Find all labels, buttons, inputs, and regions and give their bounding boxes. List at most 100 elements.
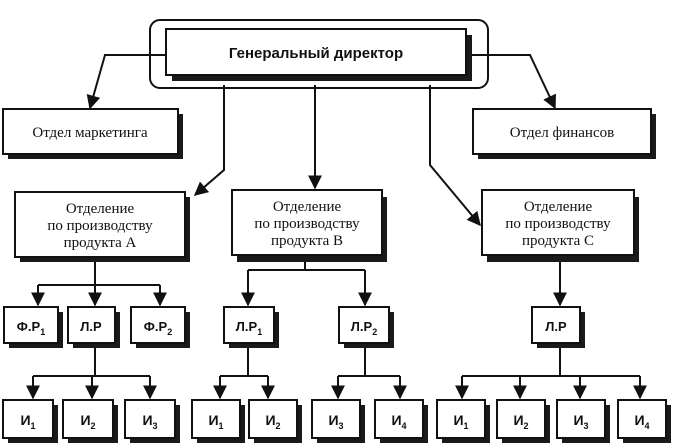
unit-label: Л.Р — [80, 319, 102, 334]
division-b-node: Отделение по производству продукта B — [231, 189, 387, 262]
division-a-line2: по производству — [47, 218, 153, 234]
executor-label-base: И — [208, 412, 218, 428]
executor-label-base: И — [573, 412, 583, 428]
executor-label: И1 — [208, 412, 223, 431]
finance-node: Отдел финансов — [472, 108, 656, 159]
unit-label-base: Ф.Р — [144, 319, 168, 334]
executors: И1 И2 И3 И1 И2 И3 И4 — [2, 399, 671, 443]
executor-label-base: И — [142, 412, 152, 428]
executor-label: И3 — [142, 412, 157, 431]
unit-lr1: Л.Р1 — [223, 306, 279, 348]
division-b-line1: Отделение — [273, 199, 342, 215]
division-a-node: Отделение по производству продукта A — [14, 191, 190, 262]
unit-label: Л.Р — [545, 319, 567, 334]
unit-label-base: Л.Р — [545, 319, 567, 334]
box — [556, 399, 606, 439]
executor-label-sub: 3 — [584, 421, 589, 431]
executor-label-base: И — [453, 412, 463, 428]
executor-label-sub: 1 — [464, 421, 469, 431]
division-c-line2: по производству — [505, 216, 611, 232]
unit-label-base: Л.Р — [236, 319, 258, 334]
division-b-line2: по производству — [254, 216, 360, 232]
division-a-line3: продукта A — [64, 235, 137, 251]
executor-label-sub: 2 — [91, 421, 96, 431]
executor-label-sub: 1 — [219, 421, 224, 431]
finance-label: Отдел финансов — [510, 125, 614, 141]
executor-label-sub: 4 — [402, 421, 407, 431]
executor-label-base: И — [328, 412, 338, 428]
unit-label-base: Ф.Р — [17, 319, 41, 334]
box — [374, 399, 424, 439]
division-c-node: Отделение по производству продукта C — [481, 189, 639, 262]
division-c-connectors — [455, 260, 647, 400]
division-c-line1: Отделение — [524, 199, 593, 215]
executor-label-sub: 2 — [524, 421, 529, 431]
executor-b2: И2 — [248, 399, 302, 443]
executor-c2: И2 — [496, 399, 550, 443]
unit-fr1: Ф.Р1 — [3, 306, 63, 348]
executor-label: И4 — [391, 412, 406, 431]
box — [248, 399, 298, 439]
executor-label: И3 — [328, 412, 343, 431]
executor-label-base: И — [80, 412, 90, 428]
box — [62, 399, 114, 439]
box — [191, 399, 241, 439]
box — [124, 399, 176, 439]
unit-label-sub: 2 — [167, 327, 172, 337]
executor-label-base: И — [391, 412, 401, 428]
executor-label: И2 — [80, 412, 95, 431]
root-connectors — [86, 54, 556, 227]
executor-label-sub: 4 — [645, 421, 650, 431]
executor-label-base: И — [513, 412, 523, 428]
arrow-to-division-a — [193, 85, 225, 196]
box — [496, 399, 546, 439]
marketing-label: Отдел маркетинга — [32, 125, 148, 141]
box — [617, 399, 667, 439]
unit-label: Л.Р2 — [351, 319, 377, 337]
box — [165, 28, 467, 76]
unit-label: Ф.Р2 — [144, 319, 172, 337]
executor-label: И1 — [453, 412, 468, 431]
box — [2, 399, 54, 439]
executor-b3: И3 — [311, 399, 365, 443]
division-a-line1: Отделение — [66, 201, 135, 217]
box — [531, 306, 581, 344]
executor-label: И4 — [634, 412, 649, 431]
executor-label-sub: 3 — [153, 421, 158, 431]
root-frame — [149, 19, 489, 89]
executor-b1: И1 — [191, 399, 245, 443]
unit-fr2: Ф.Р2 — [130, 306, 190, 348]
unit-lr-c: Л.Р — [531, 306, 585, 348]
arrow-to-finance — [470, 54, 556, 110]
root-node: Генеральный директор — [149, 19, 489, 89]
unit-label-base: Л.Р — [80, 319, 102, 334]
executor-c3: И3 — [556, 399, 610, 443]
box — [14, 191, 186, 258]
division-b-connectors — [213, 260, 407, 400]
division-a-connectors — [26, 260, 167, 400]
box — [436, 399, 486, 439]
executor-label: И1 — [20, 412, 35, 431]
executor-label: И2 — [265, 412, 280, 431]
executor-label: И3 — [573, 412, 588, 431]
box — [231, 189, 383, 256]
executor-a3: И3 — [124, 399, 180, 443]
box — [3, 306, 59, 344]
division-b-line3: продукта B — [271, 233, 343, 249]
box — [130, 306, 186, 344]
executor-label-sub: 3 — [339, 421, 344, 431]
units: Ф.Р1 Л.Р Ф.Р2 Л.Р1 Л.Р2 Л.Р — [3, 306, 585, 348]
box — [2, 108, 179, 155]
executor-label-base: И — [265, 412, 275, 428]
executor-label-sub: 1 — [31, 421, 36, 431]
unit-label-sub: 2 — [372, 327, 377, 337]
unit-label: Ф.Р1 — [17, 319, 45, 337]
box — [311, 399, 361, 439]
executor-b4: И4 — [374, 399, 428, 443]
executor-label-base: И — [20, 412, 30, 428]
arrow-to-division-c — [429, 85, 481, 227]
unit-label-sub: 1 — [257, 327, 262, 337]
unit-lr2: Л.Р2 — [338, 306, 394, 348]
executor-a1: И1 — [2, 399, 58, 443]
